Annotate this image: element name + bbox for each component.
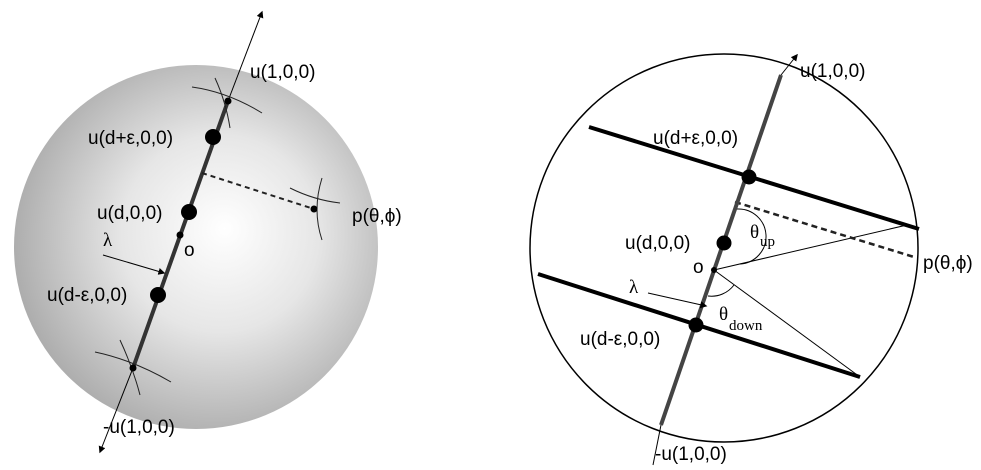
left-surface-arc-1	[289, 187, 341, 204]
left-dashed-line	[201, 172, 315, 210]
right-theta-down-arc	[707, 284, 735, 297]
right-origin-to-lower-end	[713, 269, 861, 378]
right-label-axis-bottom: -u(1,0,0)	[655, 444, 727, 465]
left-point-center-marker	[181, 204, 197, 220]
right-label-axis-top: u(1,0,0)	[800, 61, 865, 82]
left-label-point-minus: u(d-ε,0,0)	[47, 285, 127, 306]
right-circle	[529, 53, 919, 443]
right-panel: u(1,0,0) -u(1,0,0) u(d+ε,0,0) u(d,0,0) o…	[529, 53, 973, 466]
right-label-point-plus: u(d+ε,0,0)	[653, 128, 738, 149]
left-label-surface-point: p(θ,ϕ)	[352, 206, 402, 227]
left-top-intersection-arc-1	[191, 86, 263, 114]
left-axis-top-marker	[224, 97, 232, 105]
right-label-point-center: u(d,0,0)	[625, 233, 690, 254]
right-theta-up-arc	[736, 208, 767, 265]
right-point-minus-marker	[688, 317, 704, 333]
right-point-plus-marker	[741, 169, 757, 185]
left-origin-marker	[176, 231, 184, 239]
right-lambda-pointer	[647, 292, 708, 309]
left-point-plus-marker	[205, 129, 221, 145]
right-dashed-line	[734, 200, 915, 259]
right-label-theta-up-sub: up	[760, 234, 775, 250]
right-label-theta-down-sub: down	[729, 318, 763, 334]
right-label-origin: o	[693, 257, 704, 278]
left-top-intersection-arc-2	[214, 77, 231, 129]
right-axis	[659, 74, 783, 426]
left-axis-top-extension	[227, 10, 264, 102]
right-label-lambda: λ	[629, 277, 639, 298]
left-label-point-center: u(d,0,0)	[97, 203, 162, 224]
left-bottom-intersection-arc-1	[94, 351, 172, 383]
left-lambda-pointer	[102, 254, 166, 275]
left-label-origin: o	[184, 240, 195, 261]
right-axis-top-extension	[780, 53, 798, 76]
left-sphere	[14, 65, 378, 429]
right-axis-bottom-extension	[652, 424, 662, 466]
left-label-point-plus: u(d+ε,0,0)	[88, 128, 173, 149]
left-label-axis-top: u(1,0,0)	[250, 62, 315, 83]
right-label-theta-down: θ	[719, 304, 728, 325]
left-axis-bottom-extension	[98, 367, 134, 454]
right-origin-marker	[711, 267, 717, 273]
left-axis-bottom-marker	[129, 364, 137, 372]
right-label-point-minus: u(d-ε,0,0)	[580, 329, 660, 350]
left-surface-point-marker	[310, 205, 318, 213]
left-point-minus-marker	[150, 287, 166, 303]
left-panel: u(1,0,0) -u(1,0,0) u(d+ε,0,0) u(d,0,0) o…	[14, 10, 402, 454]
left-label-axis-bottom: -u(1,0,0)	[103, 417, 175, 438]
right-label-theta-up: θ	[750, 222, 759, 243]
left-label-lambda: λ	[103, 230, 113, 251]
right-label-surface-point: p(θ,ϕ)	[923, 253, 973, 274]
right-point-center-marker	[716, 235, 732, 251]
